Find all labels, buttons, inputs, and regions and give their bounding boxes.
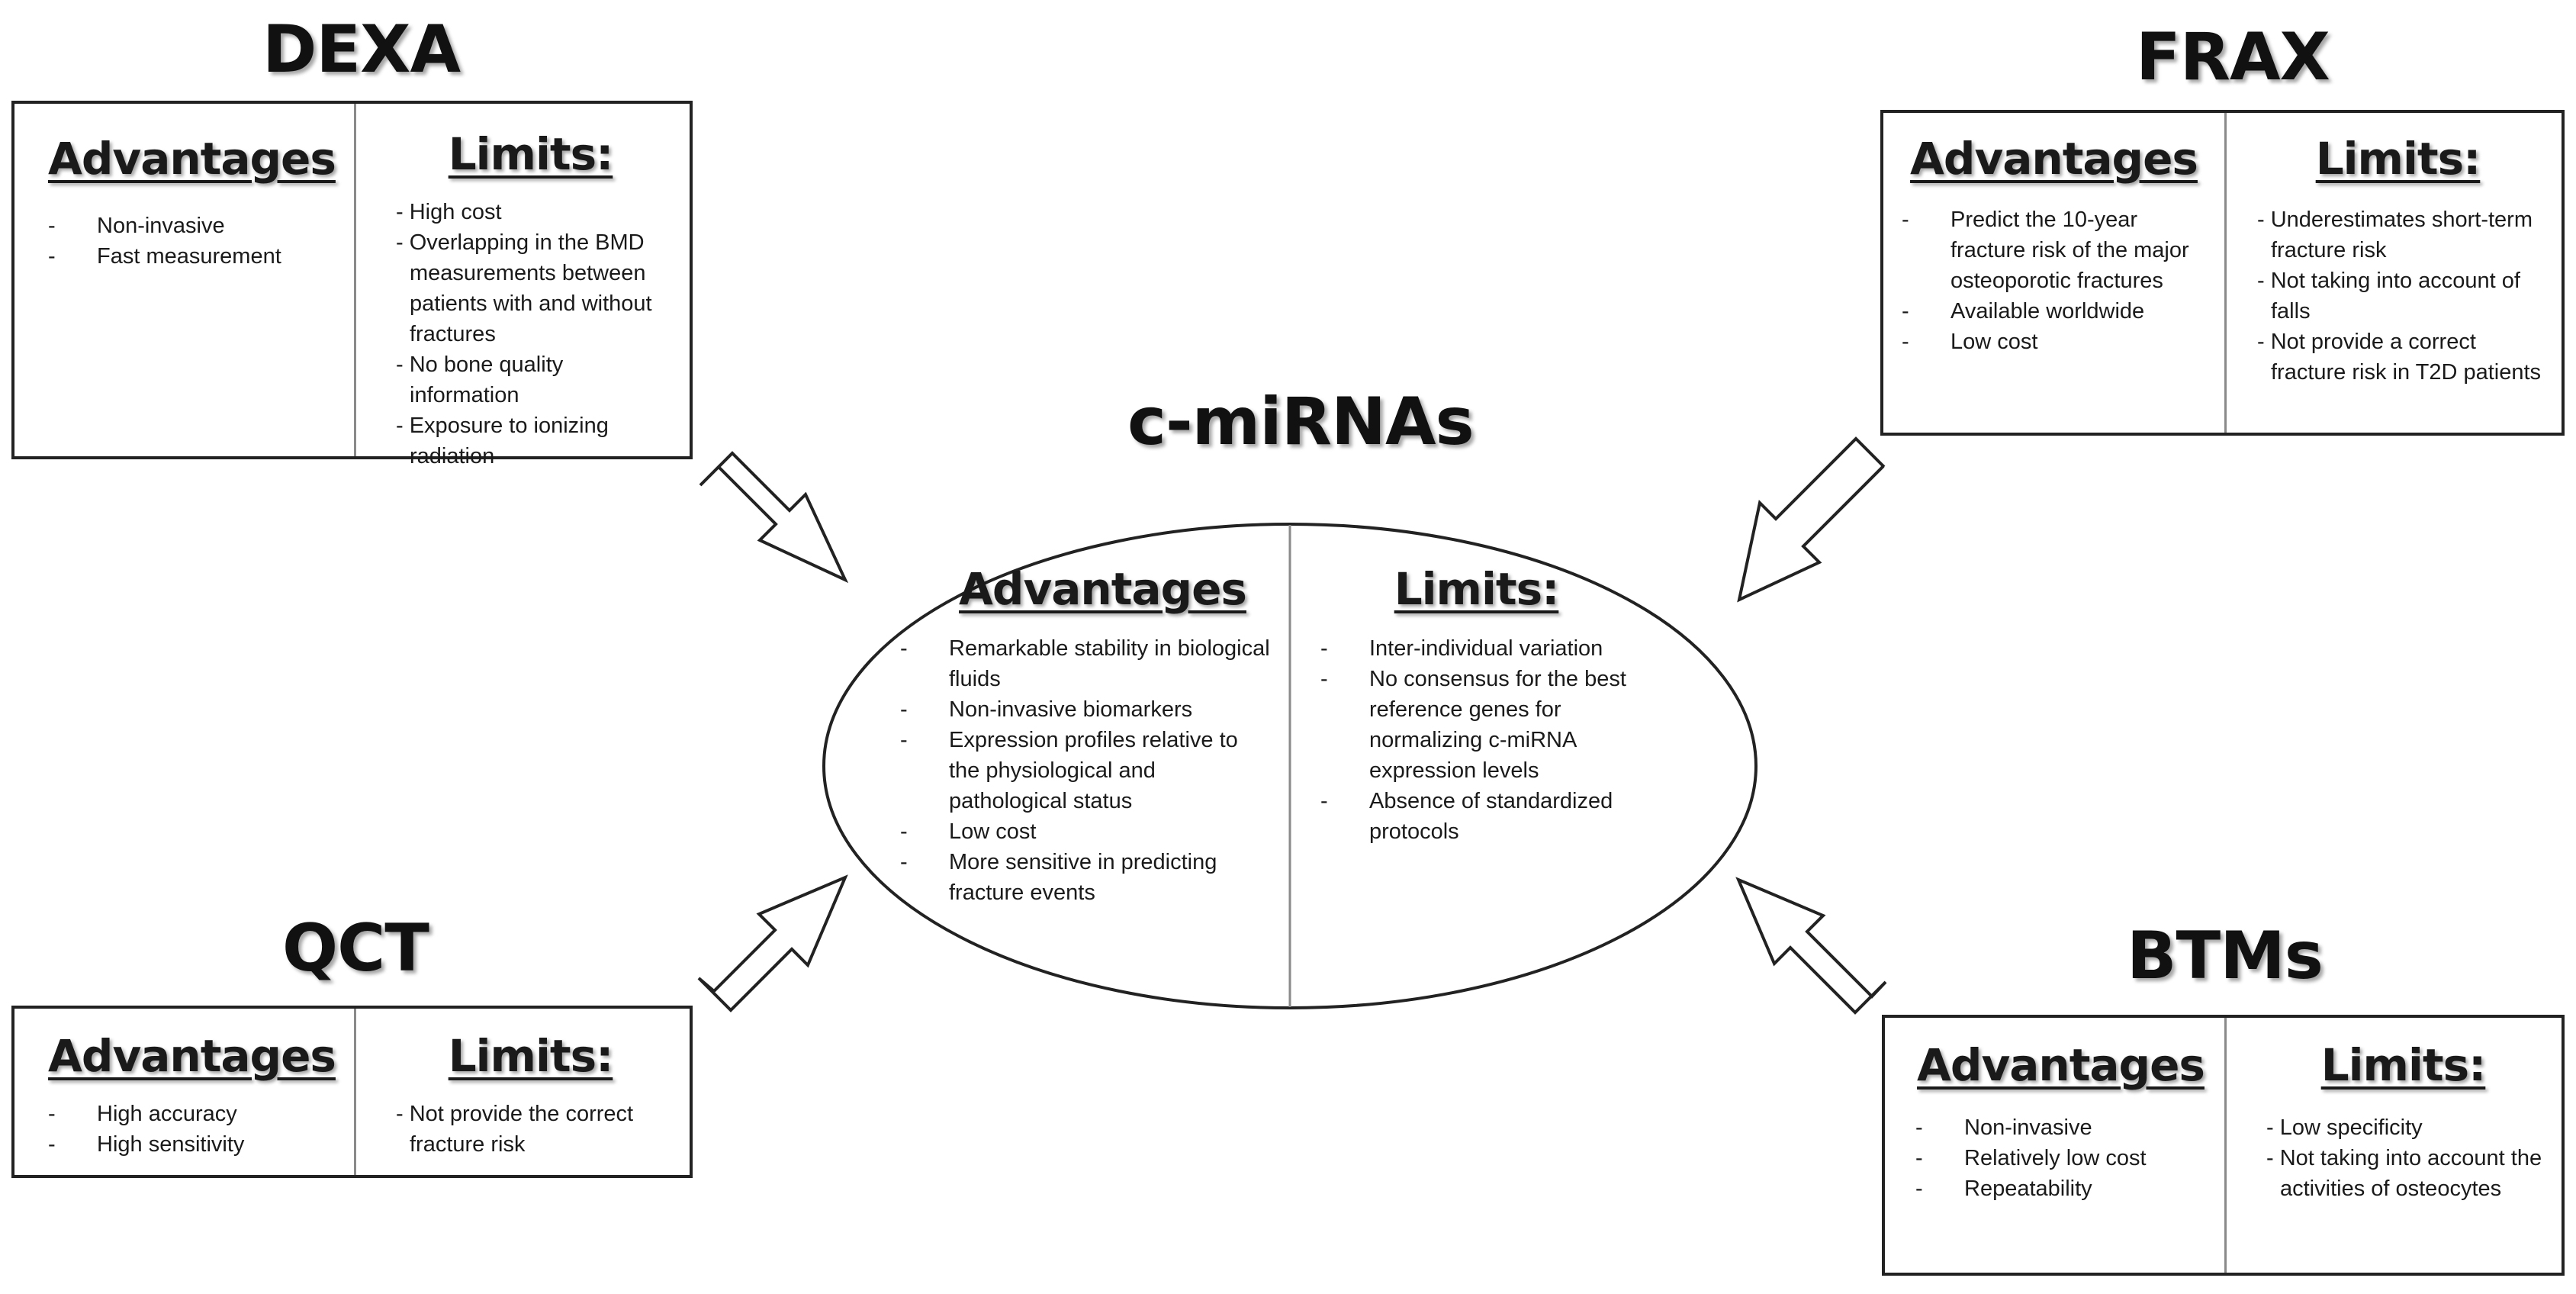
qct-limits-heading: Limits: <box>448 1030 614 1082</box>
dexa-title: DEXA <box>262 11 461 88</box>
frax-limits-heading: Limits: <box>2315 133 2481 185</box>
btms-box: Advantages Non-invasive Relatively low c… <box>1882 1015 2565 1276</box>
dexa-box: Advantages Non-invasive Fast measurement… <box>11 101 693 468</box>
list-item: Non-invasive <box>48 211 331 241</box>
list-item: Non-invasive <box>1915 1112 2206 1143</box>
list-item: Not provide a correct fracture risk in T… <box>2248 327 2548 388</box>
list-item: High accuracy <box>48 1099 336 1129</box>
arrow-frax-to-center <box>1737 436 1886 603</box>
list-item: No bone quality information <box>387 349 674 410</box>
list-item: Not taking into account the activities o… <box>2257 1143 2549 1204</box>
cmirnas-content: Advantages Remarkable stability in biolo… <box>839 563 1739 960</box>
btms-advantages-heading: Advantages <box>1917 1039 2205 1091</box>
dexa-limits-heading: Limits: <box>448 128 614 180</box>
list-item: More sensitive in predicting fracture ev… <box>900 847 1275 908</box>
cmirnas-limits-panel: Limits: Inter-individual variation No co… <box>1290 563 1739 960</box>
qct-limits-panel: Limits: Not provide the correct fracture… <box>356 1009 690 1175</box>
btms-advantages-list: Non-invasive Relatively low cost Repeata… <box>1915 1112 2206 1204</box>
cmirnas-advantages-heading: Advantages <box>959 563 1247 615</box>
qct-advantages-list: High accuracy High sensitivity <box>48 1099 336 1160</box>
qct-advantages-panel: Advantages High accuracy High sensitivit… <box>14 1009 356 1175</box>
frax-advantages-panel: Advantages Predict the 10-year fracture … <box>1883 113 2227 433</box>
btms-limits-list: Low specificity Not taking into account … <box>2257 1112 2549 1204</box>
list-item: Expression profiles relative to the phys… <box>900 725 1275 816</box>
list-item: Absence of standardized protocols <box>1320 786 1678 847</box>
list-item: Relatively low cost <box>1915 1143 2206 1173</box>
qct-advantages-heading: Advantages <box>48 1030 336 1082</box>
qct-box: Advantages High accuracy High sensitivit… <box>11 1006 693 1178</box>
arrow-btms-to-center <box>1735 877 1887 1015</box>
dexa-limits-panel: Limits: High cost Overlapping in the BMD… <box>356 104 690 468</box>
frax-limits-list: Underestimates short-term fracture risk … <box>2248 204 2548 388</box>
list-item: Low cost <box>900 816 1275 847</box>
list-item: High sensitivity <box>48 1129 336 1160</box>
btms-advantages-panel: Advantages Non-invasive Relatively low c… <box>1885 1018 2227 1273</box>
dexa-advantages-list: Non-invasive Fast measurement <box>48 211 331 272</box>
qct-title: QCT <box>282 910 429 987</box>
list-item: Low specificity <box>2257 1112 2549 1143</box>
list-item: Underestimates short-term fracture risk <box>2248 204 2548 266</box>
cmirnas-advantages-panel: Advantages Remarkable stability in biolo… <box>839 563 1290 960</box>
arrow-qct-to-center <box>697 874 848 1012</box>
dexa-advantages-panel: Advantages Non-invasive Fast measurement <box>14 104 356 456</box>
list-item: Exposure to ionizing radiation <box>387 410 674 472</box>
list-item: Non-invasive biomarkers <box>900 694 1275 725</box>
list-item: Not taking into account of falls <box>2248 266 2548 327</box>
btms-limits-panel: Limits: Low specificity Not taking into … <box>2227 1018 2562 1273</box>
cmirnas-advantages-list: Remarkable stability in biological fluid… <box>900 633 1275 908</box>
list-item: Overlapping in the BMD measurements betw… <box>387 227 674 349</box>
list-item: Inter-individual variation <box>1320 633 1678 664</box>
cmirnas-limits-heading: Limits: <box>1394 563 1560 615</box>
frax-box: Advantages Predict the 10-year fracture … <box>1880 110 2565 436</box>
frax-advantages-heading: Advantages <box>1910 133 2198 185</box>
dexa-limits-list: High cost Overlapping in the BMD measure… <box>387 197 674 472</box>
btms-title: BTMs <box>2127 918 2324 994</box>
cmirnas-limits-list: Inter-individual variation No consensus … <box>1320 633 1678 847</box>
cmirnas-title: c-miRNAs <box>1127 384 1475 460</box>
arrow-dexa-to-center <box>699 451 849 584</box>
list-item: Not provide the correct fracture risk <box>387 1099 674 1160</box>
list-item: Available worldwide <box>1902 296 2206 327</box>
btms-limits-heading: Limits: <box>2320 1039 2487 1091</box>
dexa-advantages-heading: Advantages <box>48 133 336 185</box>
list-item: Repeatability <box>1915 1173 2206 1204</box>
qct-limits-list: Not provide the correct fracture risk <box>387 1099 674 1160</box>
frax-limits-panel: Limits: Underestimates short-term fractu… <box>2227 113 2562 433</box>
list-item: Low cost <box>1902 327 2206 357</box>
list-item: Fast measurement <box>48 241 331 272</box>
list-item: Predict the 10-year fracture risk of the… <box>1902 204 2206 296</box>
list-item: Remarkable stability in biological fluid… <box>900 633 1275 694</box>
list-item: High cost <box>387 197 674 227</box>
list-item: No consensus for the best reference gene… <box>1320 664 1678 786</box>
frax-title: FRAX <box>2136 19 2330 95</box>
frax-advantages-list: Predict the 10-year fracture risk of the… <box>1902 204 2206 357</box>
